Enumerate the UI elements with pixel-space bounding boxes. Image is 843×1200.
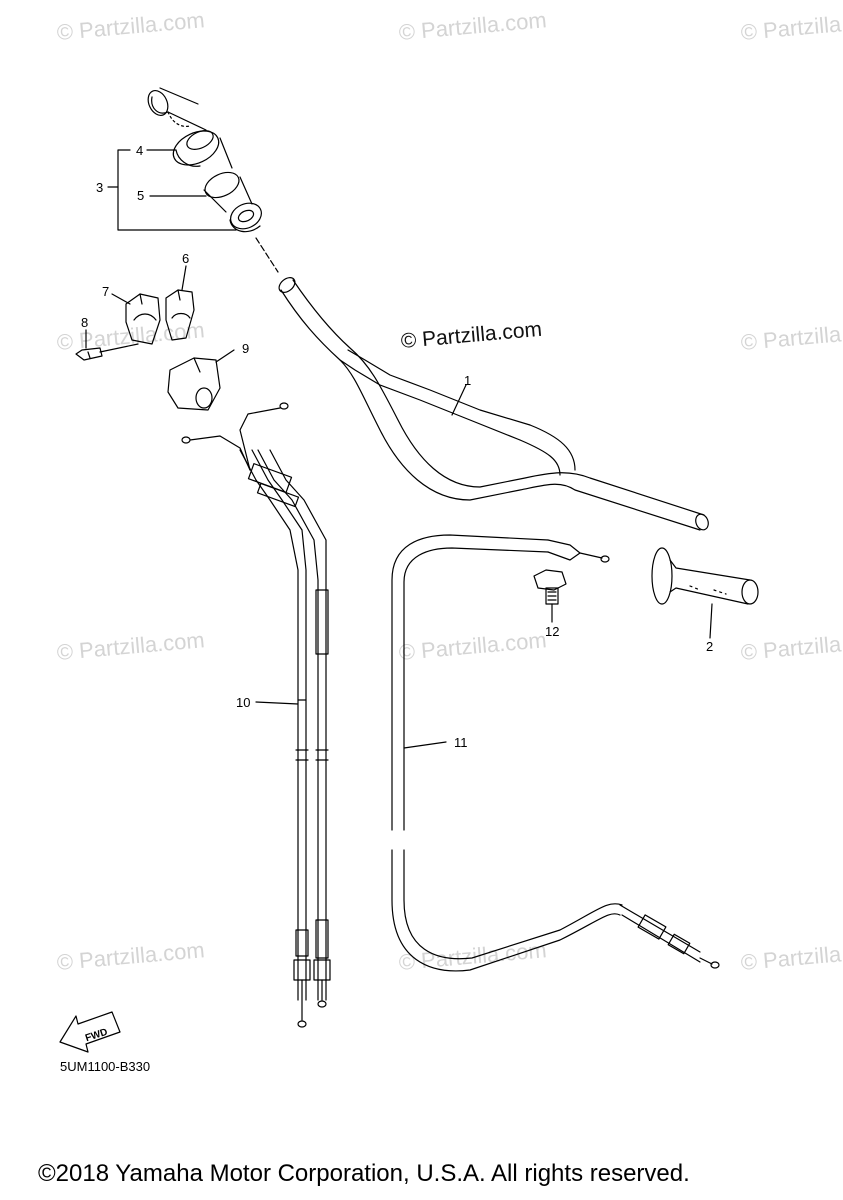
callout-leader-7	[111, 293, 131, 305]
callout-3: 3	[96, 180, 104, 195]
callout-11: 11	[454, 735, 468, 750]
callout-leader-11	[403, 741, 447, 749]
callout-6: 6	[182, 251, 190, 266]
callout-7: 7	[102, 284, 110, 299]
clutch-cable	[391, 534, 720, 972]
callout-1: 1	[464, 373, 472, 388]
diagram-code: 5UM1100-B330	[60, 1059, 151, 1074]
callout-leader-3	[107, 149, 237, 231]
callout-5: 5	[137, 188, 145, 203]
callout-leader-1	[451, 384, 467, 416]
fwd-label: FWD	[84, 1027, 109, 1045]
upper-holder	[165, 289, 195, 341]
bolt	[75, 343, 139, 361]
callout-leader-10	[255, 701, 299, 705]
callout-leader-6	[181, 265, 187, 291]
handlebar	[278, 277, 709, 531]
callout-10: 10	[236, 695, 251, 710]
cable-adjuster	[533, 569, 567, 605]
callout-8: 8	[81, 315, 89, 330]
callout-leader-9	[215, 349, 235, 363]
callout-leader-2	[709, 603, 713, 639]
copyright-notice: ©2018 Yamaha Motor Corporation, U.S.A. A…	[38, 1160, 690, 1187]
callout-4: 4	[136, 143, 144, 158]
fwd-arrow	[59, 1011, 121, 1053]
callout-12: 12	[545, 624, 560, 639]
left-grip	[651, 547, 759, 605]
throttle-grip-assembly	[147, 87, 279, 273]
handlebar-protector	[167, 357, 221, 411]
throttle-cable	[181, 402, 331, 1028]
callout-2: 2	[706, 639, 714, 654]
lower-holder	[125, 293, 161, 345]
callout-9: 9	[242, 341, 250, 356]
